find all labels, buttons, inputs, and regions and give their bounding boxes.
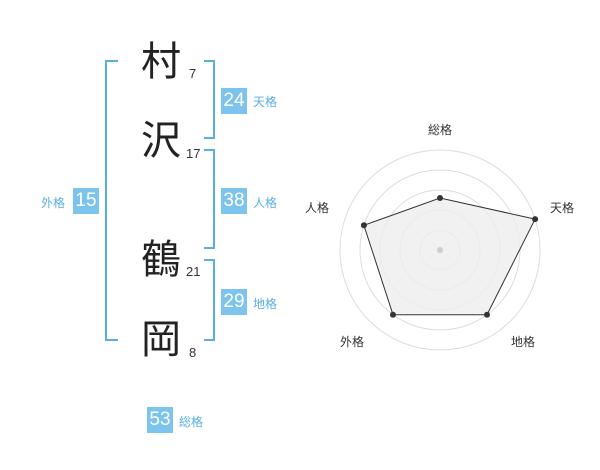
stroke-count-2: 17 xyxy=(186,146,201,161)
radar-point-3 xyxy=(484,311,491,318)
stroke-count-1: 7 xyxy=(189,66,197,81)
radar-label-soukaku: 総格 xyxy=(427,123,452,137)
name-char-3: 鶴 xyxy=(141,237,181,283)
radar-point-1 xyxy=(437,195,443,201)
chikaku-score: 29 xyxy=(221,289,247,315)
radar-label-chikaku: 地格 xyxy=(510,335,535,349)
gaikaku-bracket xyxy=(105,60,118,341)
gaikaku-score: 15 xyxy=(73,188,99,214)
radar-label-tenkaku: 天格 xyxy=(549,201,574,215)
radar-ring-5 xyxy=(339,149,541,351)
radar-point-2 xyxy=(532,216,539,223)
tenkaku-bracket xyxy=(204,60,215,139)
soukaku-label: 総格 xyxy=(179,415,204,429)
tenkaku-label: 天格 xyxy=(253,95,278,109)
chikaku-bracket xyxy=(204,259,215,341)
name-char-1: 村 xyxy=(141,39,181,85)
radar-label-jinkaku: 人格 xyxy=(304,201,329,215)
radar-polygon xyxy=(363,197,536,316)
radar-center-dot xyxy=(437,247,443,253)
name-char-2: 沢 xyxy=(141,118,181,164)
jinkaku-bracket xyxy=(204,149,215,249)
jinkaku-score: 38 xyxy=(221,188,247,214)
name-char-4: 岡 xyxy=(141,317,181,363)
chikaku-label: 地格 xyxy=(253,297,278,311)
jinkaku-label: 人格 xyxy=(253,196,278,210)
tenkaku-score: 24 xyxy=(221,88,247,114)
radar-label-gaikaku: 外格 xyxy=(339,335,364,349)
radar-point-5 xyxy=(360,222,367,229)
soukaku-score: 53 xyxy=(147,407,173,433)
stroke-count-4: 8 xyxy=(189,345,197,360)
radar-point-4 xyxy=(389,311,396,318)
stroke-count-3: 21 xyxy=(186,264,201,279)
gaikaku-label: 外格 xyxy=(41,196,66,210)
